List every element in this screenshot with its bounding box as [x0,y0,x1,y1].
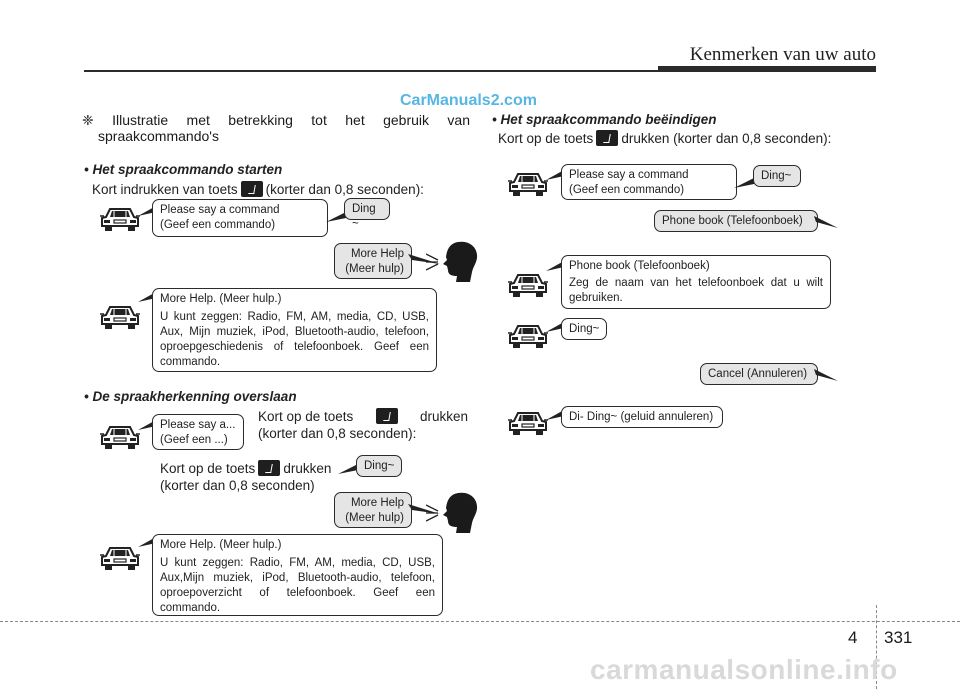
instruction-text: (korter dan 0,8 seconden): [258,426,417,441]
voice-key-icon [375,408,398,424]
instruction-skip-1: Kort op de toets drukken (korter dan 0,8 … [258,408,468,442]
footer-separator [876,605,877,689]
bubble-pointer [138,206,156,216]
bubble-pointer [326,212,346,222]
bubble-body: Zeg de naam van het telefoonboek dat u w… [569,277,823,304]
caption-line2: spraakcommando's [98,128,219,144]
speaker-head-icon [440,491,480,535]
sound-waves-icon [426,503,440,523]
footer-rule [0,621,960,622]
bubble-body: U kunt zeggen: Radio, FM, AM, media, CD,… [160,557,435,614]
instruction-start: Kort indrukken van toets (korter dan 0,8 … [92,181,424,198]
bubble-pointer [138,292,156,302]
bubble-title: More Help. (Meer hulp.) [160,293,282,305]
bubble-pointer [546,410,564,420]
voice-key-icon [240,181,263,197]
voice-key-icon [258,460,281,476]
bubble-line: (Geef een commando) [160,219,276,231]
bubble-line: Please say a... [160,419,236,431]
section-heading-start: • Het spraakcommando starten [84,162,283,177]
car-icon [508,410,548,436]
illustration-caption: ❈ Illustratie met betrekking tot het geb… [82,112,470,129]
voice-key-icon [596,130,619,146]
bubble-line: (Meer hulp) [345,263,404,275]
speaker-head-icon [440,240,480,284]
speech-bubble-command: Please say a command (Geef een commando) [152,199,328,237]
header-rule-accent [658,66,876,72]
bubble-line: (Geef een ...) [160,434,228,446]
speech-bubble-ding: Ding~ [561,318,607,340]
bubble-title: Phone book (Telefoonboek) [569,260,710,272]
speech-bubble-command: Please say a command (Geef een commando) [561,164,737,200]
bubble-line: More Help [350,248,404,260]
bubble-title: More Help. (Meer hulp.) [160,539,282,551]
section-heading-end: • Het spraakcommando beëindigen [492,112,717,127]
bubble-pointer [734,178,754,188]
car-icon [508,323,548,349]
watermark-bottom[interactable]: carmanualsonline.info [590,654,898,685]
car-icon [100,424,140,450]
bubble-pointer [546,322,564,332]
instruction-text: drukken [419,409,468,424]
bubble-pointer [546,261,564,271]
instruction-text: (korter dan 0,8 seconden) [160,478,315,493]
sound-waves-icon [426,252,440,272]
speech-bubble-ding: Ding ~ [344,198,390,230]
speech-bubble-diding: Di- Ding~ (geluid annuleren) [561,406,723,428]
bubble-line: (Meer hulp) [345,512,404,524]
watermark-top[interactable]: CarManuals2.com [400,92,537,109]
car-icon [508,272,548,298]
instruction-text: Kort op de toets [258,409,354,424]
speech-bubble-more-help: More Help (Meer hulp) [334,243,412,279]
speech-bubble-help: More Help. (Meer hulp.) U kunt zeggen: R… [152,534,443,616]
bubble-pointer [338,464,358,474]
instruction-text: drukken (korter dan 0,8 seconden): [621,131,832,146]
bubble-line: Please say a command [569,169,689,181]
page-header-title: Kenmerken van uw auto [689,44,876,65]
instruction-text: Kort indrukken van toets [92,182,238,197]
bubble-line: More Help [350,497,404,509]
bubble-pointer [138,420,156,430]
header-rule [84,70,876,72]
page-number: 331 [884,628,913,647]
car-icon [100,545,140,571]
instruction-text: Kort op de toets [498,131,594,146]
caption-bullet: ❈ [82,112,94,128]
car-icon [100,206,140,232]
instruction-text: (korter dan 0,8 seconden): [265,182,424,197]
instruction-end: Kort op de toets drukken (korter dan 0,8 … [498,130,831,147]
caption-line1: Illustratie met betrekking tot het gebru… [112,112,470,128]
speech-bubble-help: More Help. (Meer hulp.) U kunt zeggen: R… [152,288,437,372]
bubble-line: (Geef een commando) [569,184,685,196]
speech-bubble-cancel: Cancel (Annuleren) [700,363,818,385]
instruction-text: Kort op de toets [160,461,256,476]
speech-bubble-ding: Ding~ [356,455,402,477]
chapter-number: 4 [848,628,858,647]
car-icon [508,171,548,197]
bubble-pointer [138,537,156,547]
speech-bubble-phonebook: Phone book (Telefoonboek) Zeg de naam va… [561,255,831,309]
bubble-pointer [814,369,838,381]
bubble-pointer [814,216,838,228]
speech-bubble-command-short: Please say a... (Geef een ...) [152,414,244,450]
bubble-pointer [408,504,440,514]
car-icon [100,304,140,330]
speech-bubble-ding: Ding~ [753,165,801,187]
bubble-pointer [546,170,564,180]
bubble-body: U kunt zeggen: Radio, FM, AM, media, CD,… [160,311,429,368]
speech-bubble-more-help: More Help (Meer hulp) [334,492,412,528]
instruction-skip-2: Kort op de toets drukken (korter dan 0,8 … [160,460,331,494]
section-heading-skip: • De spraakherkenning overslaan [84,389,297,404]
instruction-text: drukken [283,461,332,476]
speech-bubble-phonebook-request: Phone book (Telefoonboek) [654,210,818,232]
bubble-line: Please say a command [160,204,280,216]
